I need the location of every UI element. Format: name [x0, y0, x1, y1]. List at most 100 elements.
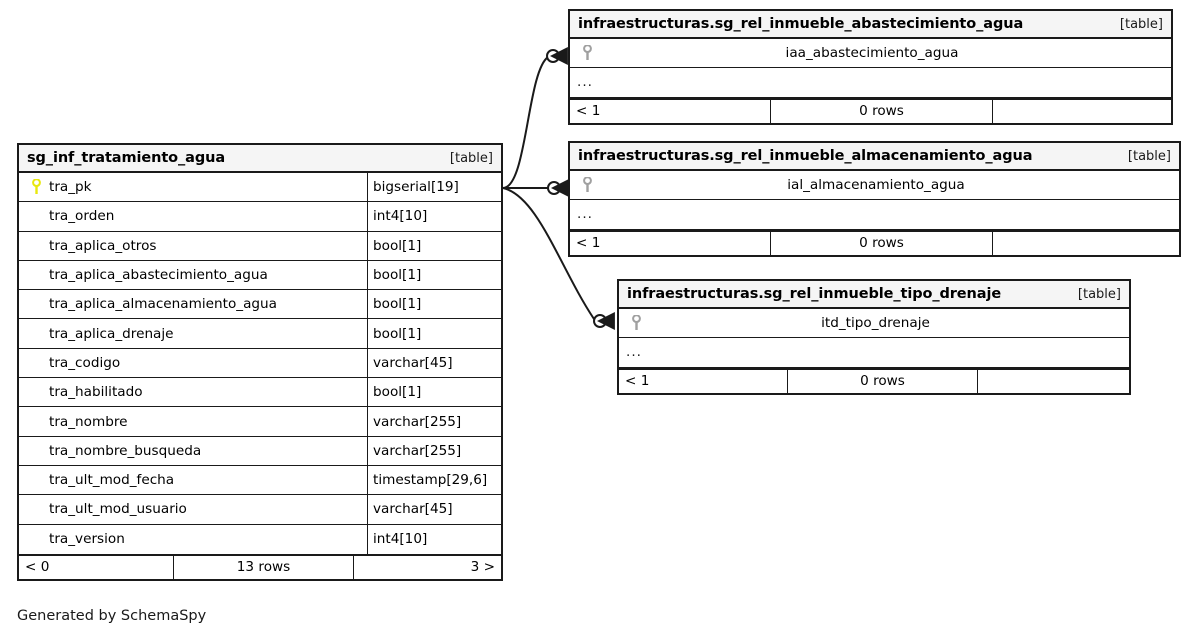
table-kind-label: [table]	[1127, 148, 1171, 164]
column-cell: tra_orden	[19, 202, 367, 230]
table-footer: < 0 13 rows 3 >	[19, 553, 501, 579]
table-sg-rel-inmueble-abastecimiento-agua[interactable]: infraestructuras.sg_rel_inmueble_abastec…	[568, 9, 1173, 125]
table-sg-rel-inmueble-tipo-drenaje[interactable]: infraestructuras.sg_rel_inmueble_tipo_dr…	[617, 279, 1131, 395]
generated-by-caption: Generated by SchemaSpy	[17, 608, 207, 624]
column-type: bool[1]	[367, 319, 501, 348]
more-columns-indicator: ...	[577, 206, 593, 223]
column-cell: tra_nombre	[19, 407, 367, 435]
table-title: sg_inf_tratamiento_agua	[27, 150, 226, 166]
column-cell: ial_almacenamiento_agua	[570, 171, 1179, 199]
column-name: tra_version	[49, 531, 125, 548]
column-type: int4[10]	[367, 524, 501, 554]
column-name: itd_tipo_drenaje	[821, 315, 930, 332]
column-cell: tra_version	[19, 525, 367, 554]
column-cell: tra_aplica_abastecimiento_agua	[19, 261, 367, 289]
table-row: itd_tipo_drenaje	[619, 309, 1129, 339]
table-row: tra_codigo varchar[45]	[19, 348, 501, 379]
footer-children-count[interactable]	[992, 99, 1171, 123]
table-row: tra_orden int4[10]	[19, 202, 501, 232]
table-row: iaa_abastecimiento_agua	[570, 39, 1171, 69]
table-title: infraestructuras.sg_rel_inmueble_abastec…	[578, 16, 1024, 32]
column-name: tra_ult_mod_usuario	[49, 501, 187, 518]
column-cell: tra_aplica_otros	[19, 232, 367, 260]
table-row: tra_aplica_almacenamiento_agua bool[1]	[19, 290, 501, 320]
footer-children-count[interactable]	[992, 231, 1179, 255]
column-type: timestamp[29,6]	[367, 465, 501, 495]
column-type: bool[1]	[367, 260, 501, 290]
column-type: bigserial[19]	[367, 173, 501, 202]
table-row: tra_habilitado bool[1]	[19, 378, 501, 408]
table-row: tra_ult_mod_usuario varchar[45]	[19, 495, 501, 525]
footer-parents-count[interactable]: < 0	[25, 559, 50, 576]
foreign-key-icon	[626, 309, 646, 337]
table-row-ellipsis: ...	[570, 200, 1179, 230]
table-footer: < 1 0 rows	[570, 229, 1179, 255]
footer-parents-count[interactable]: < 1	[576, 235, 601, 252]
column-type: varchar[45]	[367, 495, 501, 524]
column-cell: tra_ult_mod_fecha	[19, 466, 367, 494]
column-name: tra_nombre	[49, 413, 128, 430]
column-name: tra_aplica_almacenamiento_agua	[49, 296, 277, 313]
table-footer: < 1 0 rows	[619, 367, 1129, 393]
column-type: bool[1]	[367, 378, 501, 407]
column-type: varchar[255]	[367, 407, 501, 436]
relationship-line-almacenamiento	[503, 179, 569, 197]
table-header: infraestructuras.sg_rel_inmueble_almacen…	[570, 143, 1179, 171]
column-name: tra_orden	[49, 208, 115, 225]
footer-parents-count[interactable]: < 1	[625, 373, 650, 390]
column-name: tra_nombre_busqueda	[49, 442, 202, 459]
table-row-ellipsis: ...	[619, 338, 1129, 368]
table-header: infraestructuras.sg_rel_inmueble_abastec…	[570, 11, 1171, 39]
table-sg-rel-inmueble-almacenamiento-agua[interactable]: infraestructuras.sg_rel_inmueble_almacen…	[568, 141, 1181, 257]
table-row-ellipsis: ...	[570, 68, 1171, 98]
table-title: infraestructuras.sg_rel_inmueble_tipo_dr…	[627, 286, 1002, 302]
footer-row-count: 0 rows	[770, 231, 992, 255]
column-name: tra_aplica_otros	[49, 237, 157, 254]
primary-key-icon	[26, 179, 46, 195]
column-cell: tra_aplica_almacenamiento_agua	[19, 290, 367, 318]
table-title: infraestructuras.sg_rel_inmueble_almacen…	[578, 148, 1033, 164]
table-row: tra_version int4[10]	[19, 524, 501, 554]
table-row: tra_pk bigserial[19]	[19, 173, 501, 203]
footer-children-count[interactable]	[977, 369, 1129, 393]
column-cell: tra_nombre_busqueda	[19, 437, 367, 465]
table-row: tra_aplica_otros bool[1]	[19, 231, 501, 261]
table-header: sg_inf_tratamiento_agua [table]	[19, 145, 501, 173]
column-cell: tra_codigo	[19, 349, 367, 377]
column-cell: tra_pk	[19, 173, 367, 201]
column-name: tra_habilitado	[49, 384, 143, 401]
column-name: tra_pk	[49, 179, 92, 196]
table-row: tra_nombre varchar[255]	[19, 407, 501, 437]
column-cell: tra_habilitado	[19, 378, 367, 406]
table-row: tra_ult_mod_fecha timestamp[29,6]	[19, 465, 501, 496]
column-type: bool[1]	[367, 231, 501, 260]
column-name: tra_codigo	[49, 354, 121, 371]
footer-row-count: 13 rows	[173, 555, 353, 579]
column-type: int4[10]	[367, 202, 501, 231]
relationship-line-abastecimiento	[502, 47, 568, 189]
column-type: bool[1]	[367, 290, 501, 319]
foreign-key-icon	[577, 171, 597, 199]
footer-parents-count[interactable]: < 1	[576, 103, 601, 120]
column-cell: iaa_abastecimiento_agua	[570, 39, 1171, 67]
table-header: infraestructuras.sg_rel_inmueble_tipo_dr…	[619, 281, 1129, 309]
table-sg-inf-tratamiento-agua[interactable]: sg_inf_tratamiento_agua [table] tra_pk bi…	[17, 143, 503, 581]
column-type: varchar[255]	[367, 436, 501, 465]
table-kind-label: [table]	[1119, 16, 1163, 32]
column-cell: itd_tipo_drenaje	[619, 309, 1129, 337]
column-cell: tra_ult_mod_usuario	[19, 495, 367, 523]
table-kind-label: [table]	[1077, 286, 1121, 302]
column-name: ial_almacenamiento_agua	[787, 177, 965, 194]
column-cell: tra_aplica_drenaje	[19, 319, 367, 347]
column-type: varchar[45]	[367, 348, 501, 378]
column-name: tra_ult_mod_fecha	[49, 472, 175, 489]
foreign-key-icon	[577, 39, 597, 67]
table-row: tra_aplica_drenaje bool[1]	[19, 319, 501, 349]
column-name: iaa_abastecimiento_agua	[785, 45, 959, 62]
table-row: tra_nombre_busqueda varchar[255]	[19, 436, 501, 466]
column-name: tra_aplica_drenaje	[49, 325, 174, 342]
more-columns-indicator: ...	[626, 344, 642, 361]
footer-children-count[interactable]: 3 >	[353, 555, 501, 579]
